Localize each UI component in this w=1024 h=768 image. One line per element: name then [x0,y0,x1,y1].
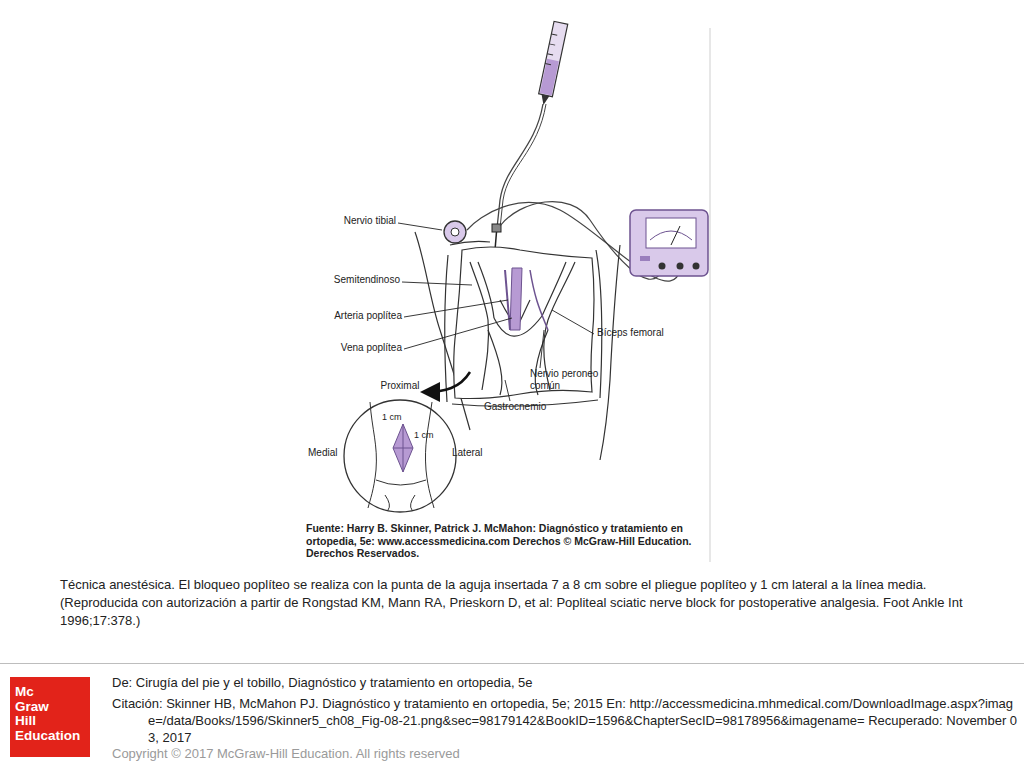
anatomy-label: Nervio peroneo común [530,368,610,392]
anatomy-label: Bíceps femoral [597,327,697,339]
direction-label: Lateral [452,447,492,459]
caption: Técnica anestésica. El bloqueo poplíteo … [60,576,978,630]
peroneal-nerve [530,270,548,330]
separator [0,663,1024,664]
copyright: Copyright © 2017 McGraw-Hill Education. … [112,746,712,762]
anatomy-label: Arteria poplítea [300,310,402,322]
dimension-label: 1 cm [414,430,440,441]
nerve-stimulator [630,210,708,276]
tubing [500,104,546,228]
electrode [444,221,466,243]
anatomy-label: Semitendinoso [300,274,400,286]
anatomy-label: Gastrocnemio [484,401,564,413]
source-note: Fuente: Harry B. Skinner, Patrick J. McM… [306,522,710,560]
electrode [451,228,459,236]
direction-label: Medial [308,447,344,459]
direction-label: Proximal [370,380,430,392]
dimension-label: 1 cm [382,412,408,423]
logo-text: Mc Graw Hill Education [15,685,86,743]
anatomy-label: Nervio tibial [300,215,396,227]
anatomy-label: Vena poplítea [300,342,402,354]
inset-view [344,400,456,512]
syringe [537,21,568,106]
arrow [425,372,470,392]
logo-box: Mc Graw Hill Education [10,677,90,757]
popliteal-vessels [510,268,522,330]
citation: Citación: Skinner HB, McMahon PJ. Diagnó… [112,695,1018,746]
image-edge [710,28,711,562]
needle-hub [492,224,501,232]
footer-source: De: Cirugía del pie y el tobillo, Diagnó… [112,675,992,691]
